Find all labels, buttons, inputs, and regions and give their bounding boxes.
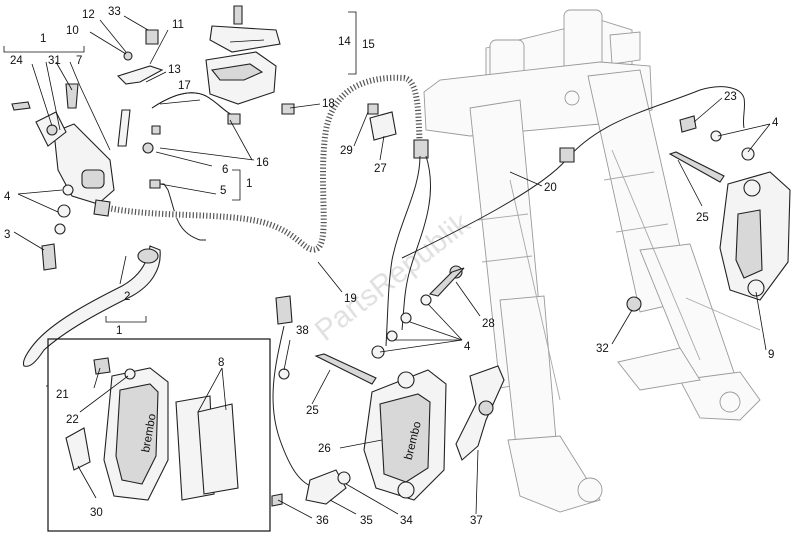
callout-12: 12 (82, 9, 95, 21)
inset-box: brembo (47, 338, 271, 532)
callout-1-switch: 1 (246, 178, 252, 190)
callout-1-lower: 1 (116, 325, 122, 337)
lever-assembly (11, 29, 206, 367)
callout-37: 37 (470, 515, 483, 527)
callout-9: 9 (768, 349, 774, 361)
callout-28: 28 (482, 318, 495, 330)
callout-17: 17 (178, 80, 191, 92)
callout-14: 14 (338, 36, 351, 48)
callout-20: 20 (544, 182, 557, 194)
fork-ghost (423, 9, 761, 513)
brake-lines (371, 86, 746, 359)
callout-2: 2 (124, 291, 130, 303)
callout-8: 8 (218, 357, 224, 369)
callout-labels: 1 1 1 2 3 4 4 4 5 6 7 8 9 10 11 12 13 14… (4, 6, 779, 527)
callout-4-right: 4 (772, 117, 779, 129)
callout-18: 18 (322, 98, 335, 110)
callout-16: 16 (256, 157, 269, 169)
speed-sensor (271, 295, 505, 507)
callout-7: 7 (76, 55, 82, 67)
callout-25-main: 25 (306, 405, 319, 417)
callout-33: 33 (108, 6, 121, 18)
callout-29: 29 (340, 145, 353, 157)
right-caliper (626, 115, 791, 312)
callout-1-lever: 1 (40, 33, 46, 45)
callout-30: 30 (90, 507, 103, 519)
callout-36: 36 (316, 515, 329, 527)
callout-24: 24 (10, 55, 23, 67)
callout-5: 5 (220, 185, 226, 197)
callout-11: 11 (172, 19, 184, 31)
callout-26: 26 (318, 443, 331, 455)
callout-3: 3 (4, 229, 10, 241)
callout-32: 32 (596, 343, 609, 355)
braided-hose (93, 74, 429, 253)
callout-38: 38 (296, 325, 309, 337)
callout-21: 21 (56, 389, 69, 401)
callout-35: 35 (360, 515, 373, 527)
callout-4-center: 4 (464, 341, 471, 353)
callout-4-left: 4 (4, 191, 11, 203)
callout-27: 27 (374, 163, 387, 175)
reservoir (151, 5, 295, 135)
callout-10: 10 (66, 25, 79, 37)
callout-22: 22 (66, 414, 79, 426)
callout-23: 23 (724, 91, 737, 103)
leader-lines (3, 11, 771, 519)
callout-6: 6 (222, 164, 228, 176)
callout-34: 34 (400, 515, 413, 527)
callout-19: 19 (344, 293, 357, 305)
callout-31: 31 (48, 55, 61, 67)
main-caliper: brembo (278, 265, 465, 501)
callout-13: 13 (168, 64, 181, 76)
callout-25-right: 25 (696, 212, 709, 224)
callout-15: 15 (362, 39, 375, 51)
